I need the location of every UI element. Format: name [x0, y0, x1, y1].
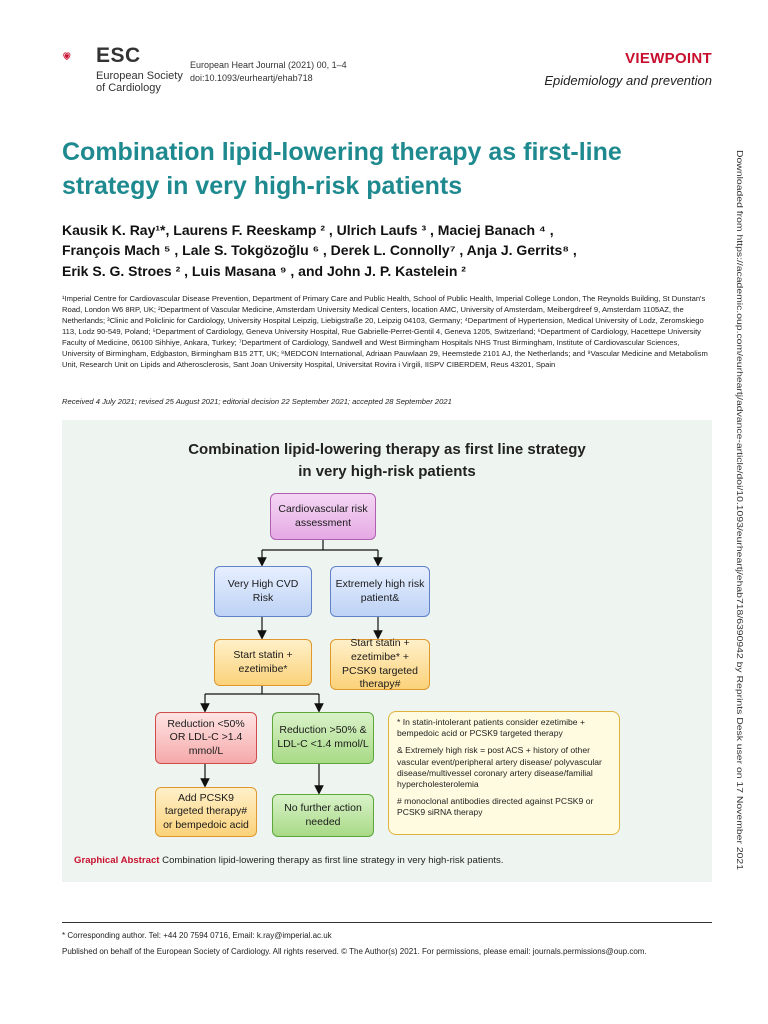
- title-line1: Combination lipid-lowering therapy as fi…: [62, 138, 622, 166]
- title-line2: strategy in very high-risk patients: [62, 171, 463, 200]
- corresponding-author: * Corresponding author. Tel: +44 20 7594…: [62, 931, 332, 940]
- download-sidebar: Downloaded from https://academic.oup.com…: [735, 150, 745, 870]
- node-start-statin-ezetimibe: Start statin + ezetimibe*: [214, 639, 312, 686]
- authors-line2: François Mach ⁵ , Lale S. Tokgözoğlu ⁶ ,…: [62, 242, 577, 259]
- node-extremely-high-risk: Extremely high risk patient&: [330, 566, 430, 617]
- node-very-high-risk: Very High CVD Risk: [214, 566, 312, 617]
- society-name-line1: European Society: [96, 70, 183, 82]
- received-dates: Received 4 July 2021; revised 25 August …: [62, 397, 452, 406]
- graphical-abstract-caption: Graphical Abstract Combination lipid-low…: [74, 855, 503, 866]
- article-section: Epidemiology and prevention: [544, 73, 712, 88]
- article-title: Combination lipid-lowering therapy as fi…: [62, 136, 722, 204]
- note-extremely-high-risk: & Extremely high risk = post ACS + histo…: [397, 745, 602, 789]
- ga-title-line2: in very high-risk patients: [298, 462, 476, 480]
- node-add-pcsk9: Add PCSK9 targeted therapy# or bempedoic…: [155, 787, 257, 837]
- affiliations: ¹Imperial Centre for Cardiovascular Dise…: [62, 294, 708, 369]
- node-reduction-gt50: Reduction >50% & LDL-C <1.4 mmol/L: [272, 712, 374, 764]
- note-statin-intolerant: * In statin-intolerant patients consider…: [397, 717, 585, 739]
- ga-title-line1: Combination lipid-lowering therapy as fi…: [188, 441, 586, 458]
- note-pcsk9-therapy: # monoclonal antibodies directed against…: [397, 796, 594, 818]
- node-reduction-lt50: Reduction <50% OR LDL-C >1.4 mmol/L: [155, 712, 257, 764]
- esc-logo-text: ESC: [96, 44, 141, 67]
- caption-label: Graphical Abstract: [74, 855, 160, 866]
- node-no-further-action: No further action needed: [272, 794, 374, 837]
- authors-line3: Erik S. G. Stroes ² , Luis Masana ⁹ , an…: [62, 262, 466, 279]
- node-risk-assessment: Cardiovascular risk assessment: [270, 493, 376, 540]
- authors-line1: Kausik K. Ray¹*, Laurens F. Reeskamp ² ,…: [62, 222, 554, 238]
- graphical-abstract-title: Combination lipid-lowering therapy as fi…: [62, 439, 712, 483]
- node-start-statin-pcsk9: Start statin + ezetimibe* + PCSK9 target…: [330, 637, 430, 690]
- society-name-line2: of Cardiology: [96, 82, 161, 94]
- doi: doi:10.1093/eurheartj/ehab718: [190, 73, 313, 83]
- esc-heart-logo-icon: [63, 52, 71, 61]
- download-sidebar-text: Downloaded from https://academic.oup.com…: [735, 150, 745, 870]
- publication-note: Published on behalf of the European Soci…: [62, 947, 647, 956]
- article-type: VIEWPOINT: [625, 50, 712, 67]
- caption-text: Combination lipid-lowering therapy as fi…: [162, 855, 504, 866]
- journal-citation: European Heart Journal (2021) 00, 1–4: [190, 60, 347, 70]
- flowchart-notes: * In statin-intolerant patients consider…: [388, 711, 620, 835]
- footnote-rule: [62, 922, 712, 923]
- author-list: Kausik K. Ray¹*, Laurens F. Reeskamp ² ,…: [62, 220, 712, 281]
